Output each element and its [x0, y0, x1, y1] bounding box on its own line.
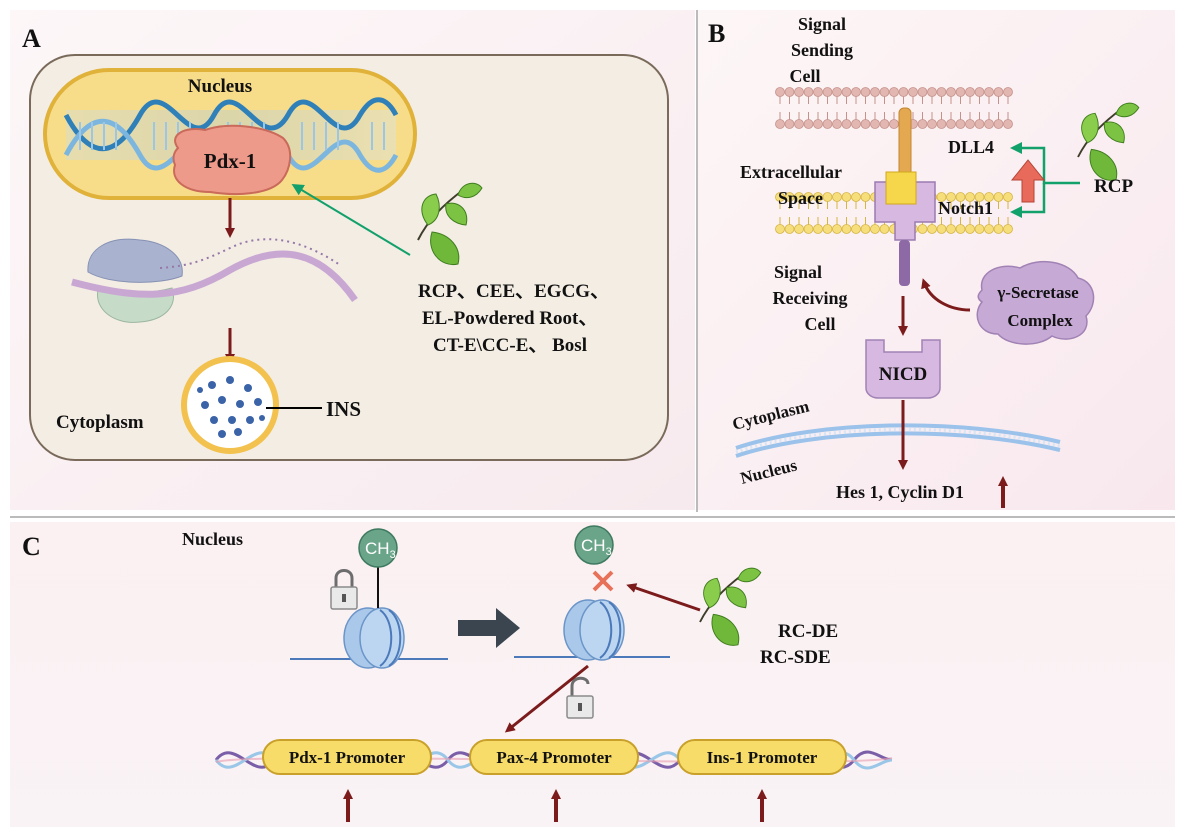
nucleus-label: Nucleus [188, 76, 252, 97]
pdx1-protein [172, 124, 292, 195]
notch1-transmembrane [899, 240, 910, 286]
promoter-box: Pax-4 Promoter [469, 739, 639, 775]
methyl-group-left [358, 528, 398, 568]
promoter-box: Pdx-1 Promoter [262, 739, 432, 775]
signal-receiving-line3: Cell [805, 314, 836, 334]
leaf-to-pdx1-arrow [291, 183, 411, 256]
ins-label: INS [326, 397, 361, 421]
compounds-line1: RCP、CEE、EGCG、 [418, 281, 609, 302]
secretase-line2: Complex [1007, 311, 1073, 330]
extracellular-line2: Space [778, 188, 823, 208]
pdx1-label: Pdx-1 [204, 149, 257, 173]
leaf-to-demethylation-arrow [626, 583, 701, 612]
promoter-label: Ins-1 Promoter [707, 748, 818, 767]
ligand-receptor-binding [885, 171, 917, 205]
promoter-boxes: Pdx-1 Promoter Pax-4 Promoter Ins-1 Promot… [262, 739, 847, 775]
signal-receiving-line2: Receiving [773, 288, 848, 308]
rcde-label: RC-DE [778, 621, 838, 642]
dll4-label: DLL4 [948, 137, 994, 157]
signal-sending-line3: Cell [790, 66, 821, 86]
compounds-line2: EL-Powdered Root、 [422, 308, 597, 329]
nicd-label: NICD [879, 364, 928, 385]
methyl-group-right [574, 525, 614, 565]
demethylation-transition-arrow [458, 608, 520, 648]
extracellular-line1: Extracellular [740, 162, 842, 182]
rcsde-label: RC-SDE [760, 647, 831, 668]
compounds-line3: CT-E\CC-E、 Bosl [433, 335, 587, 356]
nicd-protein [865, 339, 941, 399]
mrna-strand [71, 238, 358, 303]
ch3-left-label: CH3 [365, 539, 396, 561]
notch1-label: Notch1 [938, 198, 993, 218]
promoter-label: Pdx-1 Promoter [289, 748, 406, 767]
secretase-cleavage-arrow [921, 278, 971, 312]
panel-c-letter: C [22, 532, 41, 561]
sending-cell-membrane [775, 87, 1013, 129]
panel-b-letter: B [708, 19, 725, 48]
promoter-label: Pax-4 Promoter [496, 748, 612, 767]
cytoplasm-label-a: Cytoplasm [56, 412, 144, 433]
signal-sending-line2: Sending [791, 40, 853, 60]
promoter-up-arrows [343, 789, 767, 822]
secretase-line1: γ-Secretase [996, 283, 1079, 302]
gamma-secretase-complex [976, 260, 1095, 345]
insulin-granules [197, 376, 265, 438]
rcp-green-arrows [1010, 142, 1080, 218]
panel-c-background [10, 522, 1175, 827]
lock-closed-icon [330, 569, 358, 610]
signal-receiving-line1: Signal [774, 262, 822, 282]
nucleus-label-c: Nucleus [182, 529, 243, 549]
demethylation-cross-icon [592, 570, 614, 592]
rcp-label-b: RCP [1094, 176, 1133, 197]
ch3-right-label: CH3 [581, 536, 612, 558]
signal-sending-line1: Signal [798, 14, 846, 34]
promoter-box: Ins-1 Promoter [677, 739, 847, 775]
nuclear-membrane-b [735, 423, 1061, 458]
panel-a-letter: A [22, 24, 41, 53]
upregulation-arrow-icon [1010, 159, 1046, 203]
insulin-vesicle [181, 356, 279, 454]
nucleosome-to-promoter-arrow [504, 664, 589, 733]
lock-open-icon [566, 676, 594, 719]
target-genes-label: Hes 1, Cyclin D1 [836, 482, 964, 502]
